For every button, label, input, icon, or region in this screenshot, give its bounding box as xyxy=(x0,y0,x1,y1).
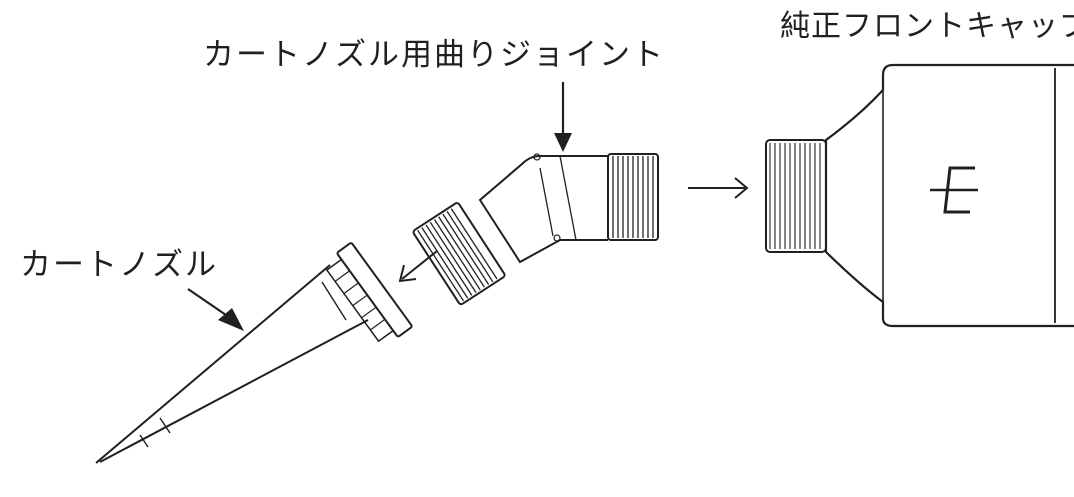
cart-nozzle xyxy=(95,242,413,464)
label-bent-joint: カートノズル用曲りジョイント xyxy=(203,37,665,73)
bent-joint xyxy=(412,153,659,306)
arrow-label-nozzle xyxy=(187,288,244,331)
label-front-cap: 純正フロントキャップ xyxy=(780,9,1074,44)
arrow-label-joint xyxy=(554,82,572,152)
label-cart-nozzle: カートノズル xyxy=(20,247,218,283)
arrow-to-nozzle xyxy=(398,250,438,283)
arrow-to-cap xyxy=(688,177,749,199)
front-cap xyxy=(765,63,1074,328)
